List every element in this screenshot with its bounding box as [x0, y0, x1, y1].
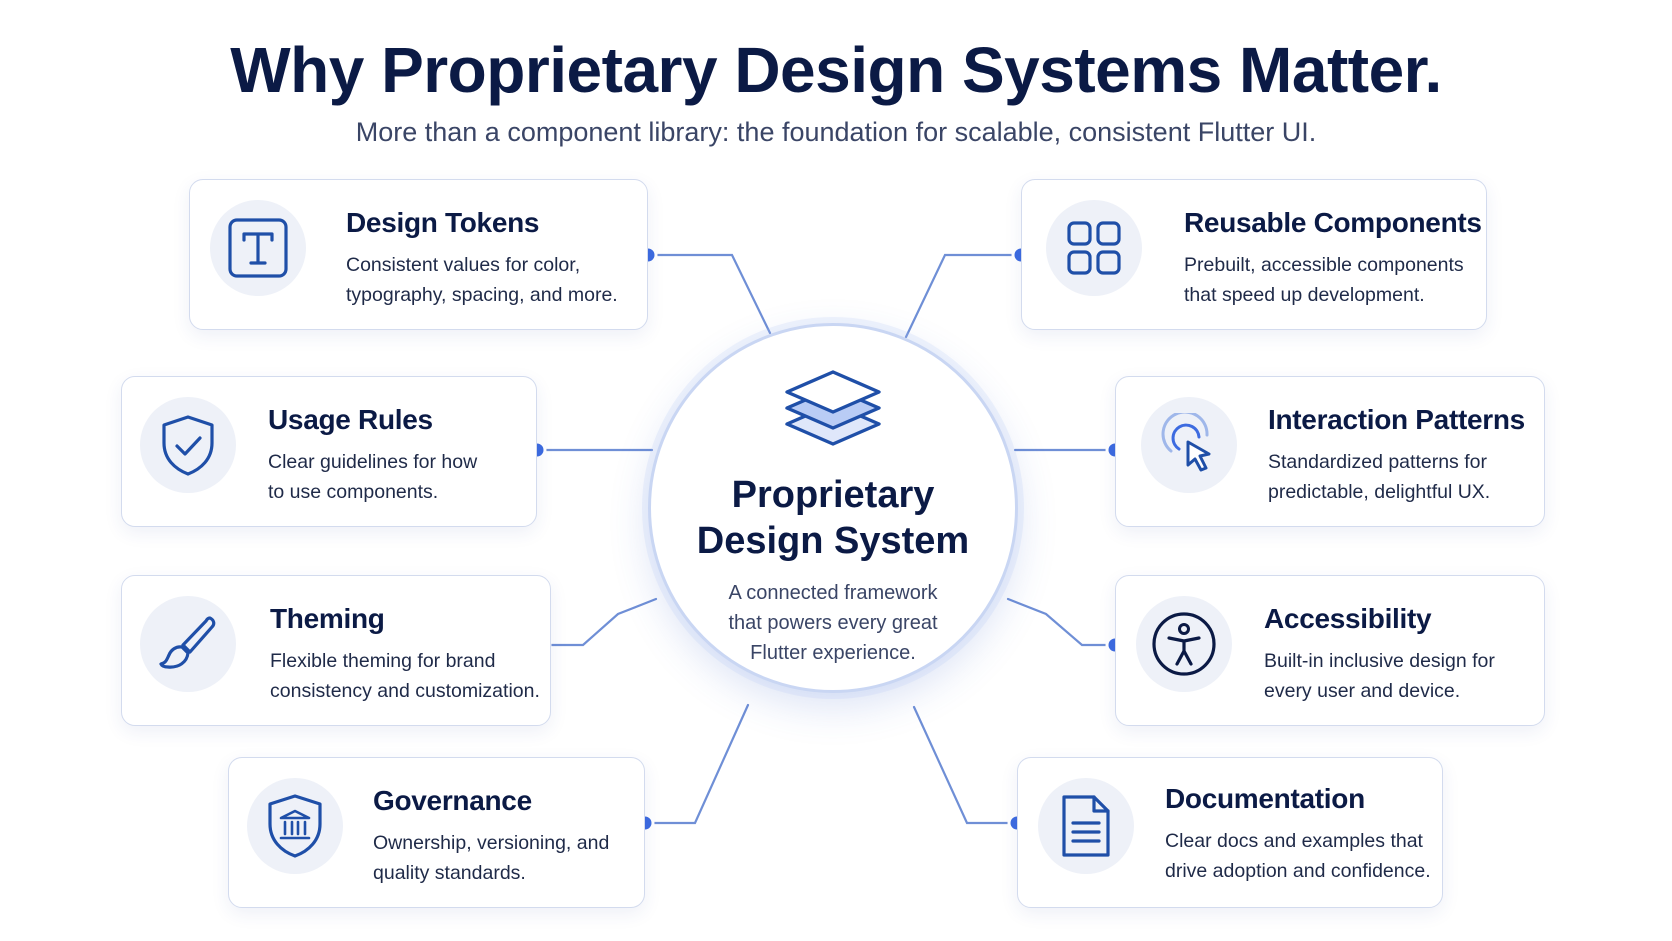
grid-icon — [1046, 200, 1142, 296]
node-description-line: Prebuilt, accessible components — [1184, 254, 1464, 276]
node-description-line: Clear docs and examples that — [1165, 830, 1423, 852]
center-description-line: that powers every great — [728, 612, 938, 634]
center-hub: Proprietary Design System A connected fr… — [648, 323, 1018, 693]
node-title: Interaction Patterns — [1268, 404, 1525, 435]
connector-accessibility — [1006, 597, 1117, 647]
node-governance: Governance Ownership, versioning, and qu… — [228, 757, 645, 908]
node-description-line: that speed up development. — [1184, 284, 1425, 306]
connector-design-tokens — [646, 253, 772, 335]
node-title: Accessibility — [1264, 603, 1432, 634]
node-title: Usage Rules — [268, 404, 433, 435]
node-description-line: Standardized patterns for — [1268, 451, 1487, 473]
node-description-line: to use components. — [268, 481, 439, 503]
node-description-line: Consistent values for color, — [346, 254, 581, 276]
node-description-line: quality standards. — [373, 862, 526, 884]
node-reusable-components: Reusable Components Prebuilt, accessible… — [1021, 179, 1487, 330]
node-title: Theming — [270, 603, 385, 634]
text-format-icon — [210, 200, 306, 296]
page-subtitle: More than a component library: the found… — [355, 117, 1317, 147]
accessibility-icon — [1136, 596, 1232, 692]
node-description-line: Built-in inclusive design for — [1264, 650, 1495, 672]
node-description-line: predictable, delightful UX. — [1268, 481, 1491, 503]
node-description-line: every user and device. — [1264, 680, 1461, 702]
node-title: Governance — [373, 785, 532, 816]
node-theming: Theming Flexible theming for brand consi… — [121, 575, 551, 726]
node-usage-rules: Usage Rules Clear guidelines for how to … — [121, 376, 537, 527]
node-title: Documentation — [1165, 783, 1365, 814]
connector-reusable-components — [904, 253, 1023, 339]
paintbrush-icon — [140, 596, 236, 692]
cursor-click-icon — [1141, 397, 1237, 493]
node-title: Design Tokens — [346, 207, 540, 238]
node-interaction-patterns: Interaction Patterns Standardized patter… — [1115, 376, 1545, 527]
node-title: Reusable Components — [1184, 207, 1482, 238]
document-icon — [1038, 778, 1134, 874]
node-description-line: typography, spacing, and more. — [346, 284, 618, 306]
center-title: Proprietary Design System — [651, 472, 1015, 564]
node-description-line: Flexible theming for brand — [270, 650, 496, 672]
connector-theming — [540, 597, 658, 647]
connector-governance — [643, 703, 750, 825]
node-description-line: Ownership, versioning, and — [373, 832, 610, 854]
bank-shield-icon — [247, 778, 343, 874]
node-documentation: Documentation Clear docs and examples th… — [1017, 757, 1443, 908]
node-description-line: consistency and customization. — [270, 680, 540, 702]
node-accessibility: Accessibility Built-in inclusive design … — [1115, 575, 1545, 726]
node-design-tokens: Design Tokens Consistent values for colo… — [189, 179, 648, 330]
center-description-line: A connected framework — [728, 582, 938, 604]
center-description-line: Flutter experience. — [750, 642, 916, 664]
page-title: Why Proprietary Design Systems Matter. — [230, 34, 1442, 106]
center-description: A connected framework that powers every … — [651, 578, 1015, 668]
center-title-line: Proprietary — [731, 474, 935, 516]
connector-documentation — [912, 705, 1019, 825]
node-description-line: drive adoption and confidence. — [1165, 860, 1431, 882]
layers-icon — [783, 356, 883, 461]
center-title-line: Design System — [696, 520, 970, 562]
node-description-line: Clear guidelines for how — [268, 451, 478, 473]
shield-check-icon — [140, 397, 236, 493]
